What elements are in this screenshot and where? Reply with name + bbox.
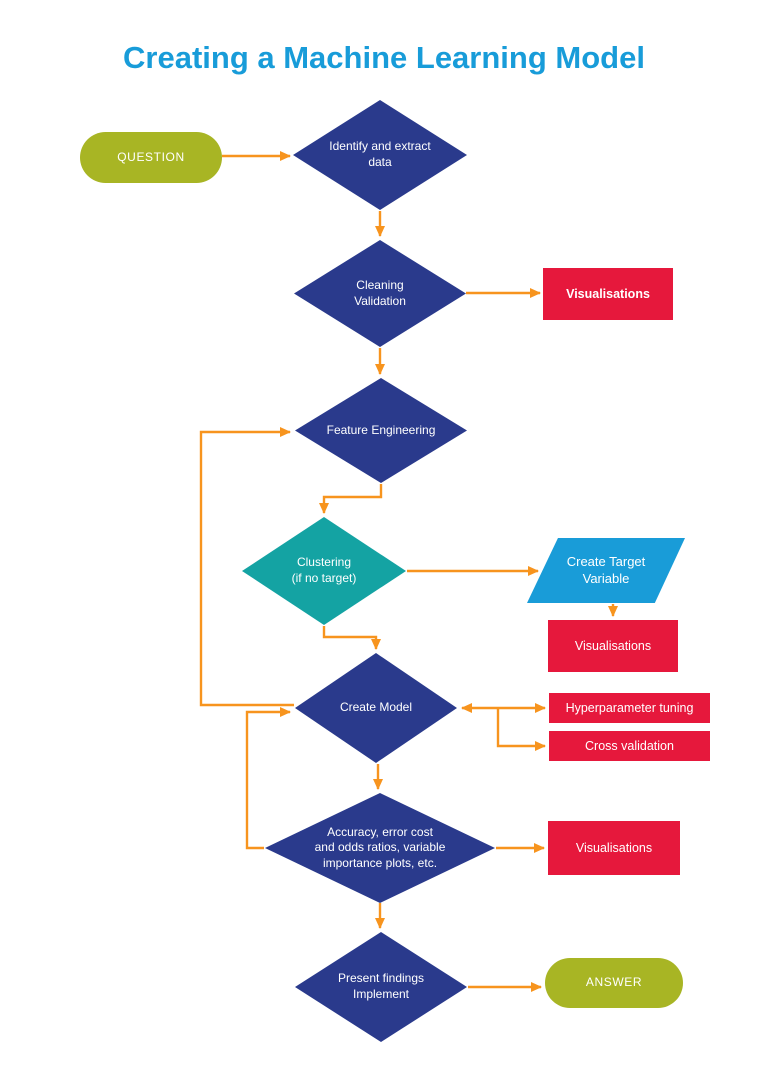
node-question-start: QUESTION <box>80 132 222 183</box>
node-clustering-if-no-target: Clustering (if no target) <box>242 517 406 625</box>
arrow-clustering-to-create-model <box>322 626 381 650</box>
node-visualisations-2: Visualisations <box>548 620 678 672</box>
arrow-feature-to-clustering <box>319 484 383 514</box>
node-feature-engineering: Feature Engineering <box>295 378 467 483</box>
node-identify-and-extract-data: Identify and extract data <box>293 100 467 210</box>
node-present-findings-implement: Present findings Implement <box>295 932 467 1042</box>
node-create-model: Create Model <box>295 653 457 763</box>
arrow-accuracy-to-create-model-feedback <box>245 707 291 850</box>
node-answer-end: ANSWER <box>545 958 683 1008</box>
diagram-title: Creating a Machine Learning Model <box>123 40 645 75</box>
node-cross-validation: Cross validation <box>549 731 710 761</box>
node-hyperparameter-tuning: Hyperparameter tuning <box>549 693 710 723</box>
node-create-target-variable: Create Target Variable <box>527 538 685 603</box>
node-visualisations-3: Visualisations <box>548 821 680 875</box>
node-visualisations-1: Visualisations <box>543 268 673 320</box>
node-accuracy-error-cost: Accuracy, error cost and odds ratios, va… <box>265 793 495 903</box>
node-cleaning-validation: Cleaning Validation <box>294 240 466 347</box>
arrow-create-model-to-cross-validation <box>496 708 546 751</box>
